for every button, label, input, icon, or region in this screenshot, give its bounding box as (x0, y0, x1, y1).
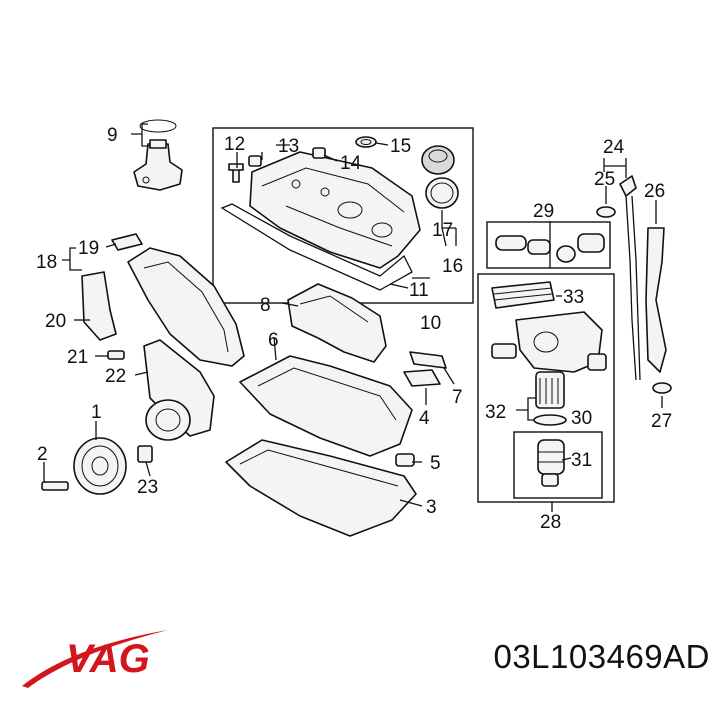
callout-1: 1 (91, 402, 102, 423)
callout-15: 15 (390, 136, 411, 157)
filler-cap-seal (425, 177, 459, 209)
callout-16: 16 (442, 256, 463, 277)
bolt-23 (137, 445, 153, 463)
oil-deflector (287, 283, 387, 363)
valve-cover-gasket (220, 203, 413, 291)
callout-18: 18 (36, 252, 57, 273)
cap-13 (248, 155, 262, 167)
callout-14: 14 (340, 153, 362, 174)
callout-25: 25 (594, 169, 615, 190)
callout-11: 11 (409, 280, 429, 301)
baffle-plate-7 (409, 351, 447, 369)
oil-filter-element (535, 371, 565, 409)
bolt-21 (107, 350, 125, 360)
timing-cover-bracket-20 (81, 271, 117, 341)
lower-timing-cover (143, 339, 215, 441)
callout-10: 10 (420, 313, 441, 334)
callout-32: 32 (485, 402, 506, 423)
dipstick-seal-25 (596, 206, 616, 218)
dipstick (619, 175, 641, 381)
callout-2: 2 (37, 444, 48, 465)
callout-4: 4 (419, 408, 430, 429)
callout-23: 23 (137, 477, 158, 498)
callout-17: 17 (432, 220, 453, 241)
upper-oil-pan (239, 355, 413, 457)
callout-19: 19 (78, 238, 99, 259)
callout-33: 33 (563, 287, 584, 308)
vag-logo: VAG (22, 630, 168, 688)
callout-12: 12 (224, 134, 245, 155)
lower-oil-pan (225, 439, 417, 537)
callout-30: 30 (571, 408, 592, 429)
crankshaft-pulley (73, 437, 127, 495)
filter-seals-box (486, 221, 611, 269)
bolt-12 (228, 163, 244, 183)
leader-lines (43, 123, 663, 512)
upper-timing-cover (127, 247, 245, 367)
valve-cover (249, 151, 421, 269)
brand-wordmark: VAG (66, 637, 150, 681)
callout-3: 3 (426, 497, 437, 518)
callout-7: 7 (452, 387, 463, 408)
timing-cover-seal-19 (111, 233, 143, 251)
baffle-plate-4 (403, 369, 441, 387)
callout-8: 8 (260, 295, 271, 316)
callout-31: 31 (571, 450, 592, 471)
callout-5: 5 (430, 453, 441, 474)
callout-9: 9 (107, 125, 118, 146)
callout-6: 6 (268, 330, 279, 351)
plug-14 (312, 147, 326, 159)
drain-plug-5 (395, 453, 415, 467)
callout-29: 29 (533, 201, 554, 222)
callout-labels: 1 2 3 4 5 6 7 8 9 10 11 12 13 14 15 16 1… (36, 125, 672, 533)
oil-filler-cap (421, 145, 455, 175)
filter-cap-box (513, 431, 603, 499)
part-number: 03L103469AD (493, 638, 710, 675)
callout-22: 22 (105, 366, 126, 387)
filter-o-ring (533, 414, 567, 426)
oil-filter-housing (491, 311, 607, 373)
callout-27: 27 (651, 411, 672, 432)
callout-20: 20 (45, 311, 66, 332)
callout-24: 24 (603, 137, 625, 158)
oil-level-sensor (133, 119, 183, 191)
callout-26: 26 (644, 181, 665, 202)
dipstick-seal-27 (652, 382, 672, 394)
callout-28: 28 (540, 512, 561, 533)
filter-seal-kit (495, 233, 605, 263)
oil-filter-housing-box (477, 273, 615, 503)
seal-15 (355, 136, 377, 148)
callout-21: 21 (67, 347, 88, 368)
pulley-bolt (41, 481, 69, 491)
oil-filter-cap (537, 439, 565, 487)
oil-cooler (491, 281, 555, 309)
callout-13: 13 (278, 136, 299, 157)
dipstick-tube (645, 227, 667, 373)
